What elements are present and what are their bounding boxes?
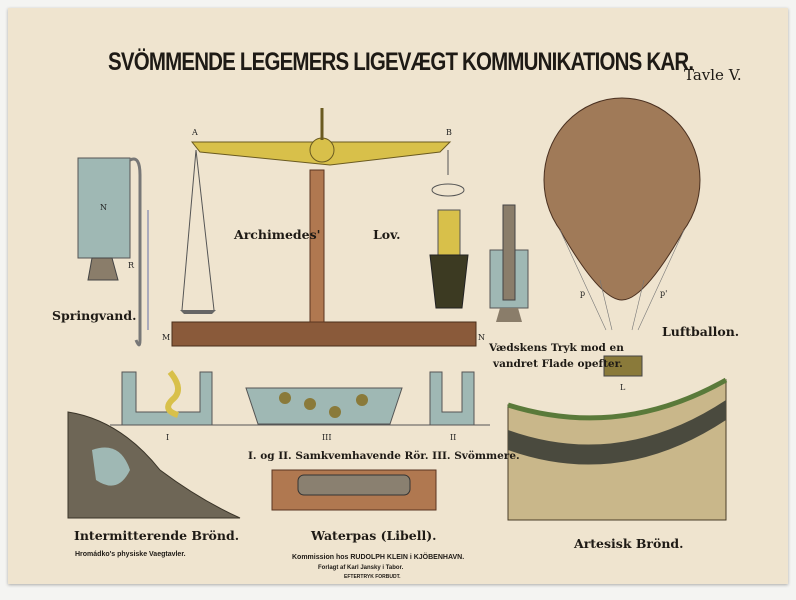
svg-text:M: M <box>162 333 170 342</box>
spirit-level-illustration <box>271 469 437 511</box>
svg-text:A: A <box>191 128 198 137</box>
caption-spirit-level: Waterpas (Libell). <box>311 528 437 543</box>
svg-text:B: B <box>446 128 452 137</box>
svg-text:III: III <box>322 433 331 442</box>
imprint-publisher: Forlagt af Karl Jansky i Tabor. <box>318 565 404 571</box>
svg-text:II: II <box>450 433 456 442</box>
caption-vessels: I. og II. Samkvemhavende Rör. III. Svömm… <box>248 450 520 462</box>
svg-text:N: N <box>100 203 107 212</box>
plate-number: Tavle V. <box>684 66 742 84</box>
svg-text:N: N <box>478 333 485 342</box>
intermittent-well-illustration <box>67 411 241 519</box>
svg-text:L: L <box>620 383 626 392</box>
caption-fountain: Springvand. <box>52 308 137 323</box>
svg-text:p': p' <box>660 289 667 298</box>
svg-text:R: R <box>128 261 135 270</box>
caption-intermittent-well: Intermitterende Brönd. <box>74 528 240 543</box>
caption-artesian-well: Artesisk Brönd. <box>574 536 684 551</box>
imprint-notice: EFTERTRYK FORBUDT. <box>344 574 401 580</box>
pressure-jar-illustration <box>489 204 529 322</box>
caption-law: Lov. <box>373 227 401 242</box>
imprint-commission: Kommission hos RUDOLPH KLEIN i KJÖBENHAV… <box>292 554 465 561</box>
artesian-well-illustration <box>507 377 728 521</box>
imprint-series: Hromádko's physiske Vaegtavler. <box>75 551 186 558</box>
balloon-illustration: p p' L <box>543 97 701 392</box>
svg-text:I: I <box>166 433 169 442</box>
caption-archimedes: Archimedes' <box>234 227 321 242</box>
fountain-illustration: NR <box>77 157 149 347</box>
balance-illustration: A B M N <box>162 108 485 347</box>
caption-balloon: Luftballon. <box>662 324 740 339</box>
svg-text:p: p <box>580 289 585 298</box>
poster-title: SVÖMMENDE LEGEMERS LIGEVÆGT KOMMUNIKATIO… <box>108 48 694 76</box>
caption-pressure-line2: vandret Flade opefter. <box>493 358 623 370</box>
caption-pressure-line1: Vædskens Tryk mod en <box>489 342 624 354</box>
